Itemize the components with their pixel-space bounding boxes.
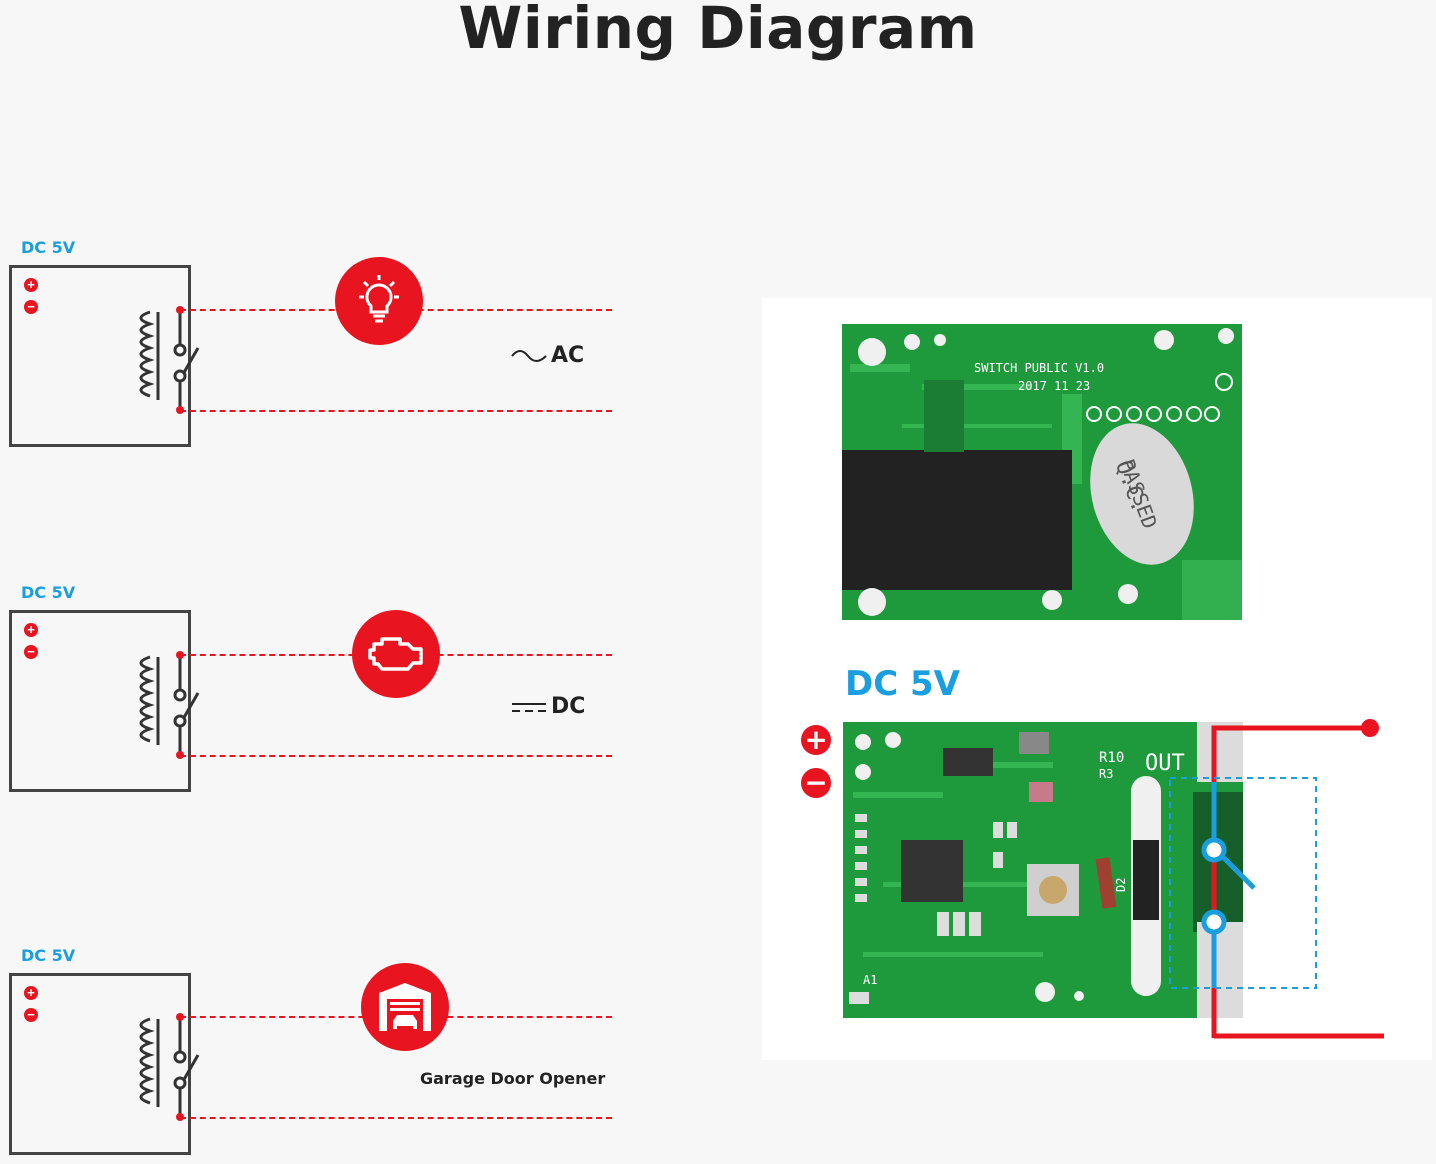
dc-supply-label: DC 5V	[21, 946, 76, 965]
pcb-bottom-view: R10 R3 OUT A1 D2	[843, 722, 1243, 1018]
page-title: Wiring Diagram	[458, 0, 978, 62]
plus-terminal-icon: +	[801, 725, 831, 755]
relay-module-box	[9, 973, 191, 1155]
relay-module-box	[9, 610, 191, 792]
wire-bottom	[180, 410, 612, 412]
board-dc-5v-label: DC 5V	[845, 664, 960, 704]
board-silkscreen-line1: SWITCH PUBLIC V1.0	[974, 361, 1104, 375]
dc-supply-label: DC 5V	[21, 238, 76, 257]
minus-terminal-icon: −	[801, 768, 831, 798]
dc-label: DC	[551, 694, 586, 719]
engine-icon	[352, 610, 440, 698]
board-silkscreen-line2: 2017 11 23	[1018, 379, 1090, 393]
dc-symbol-icon	[512, 703, 546, 712]
minus-terminal-icon: −	[24, 300, 38, 314]
light-bulb-icon	[335, 257, 423, 345]
pcb-top-view: Q.C. PASSED SWITCH PUBLIC V1.0 2017 11 2…	[842, 324, 1242, 620]
wire-bottom	[180, 1117, 612, 1119]
output-wiring-overlay	[1169, 719, 1384, 1039]
plus-terminal-icon: +	[24, 623, 38, 637]
garage-door-opener-label: Garage Door Opener	[420, 1069, 606, 1088]
minus-terminal-icon: −	[24, 1008, 38, 1022]
silk-r3: R3	[1099, 767, 1113, 781]
silk-d2: D2	[1114, 878, 1128, 892]
relay-module-box	[9, 265, 191, 447]
relay-coil-switch-icon	[139, 651, 200, 759]
minus-terminal-icon: −	[24, 645, 38, 659]
silk-out: OUT	[1145, 751, 1185, 776]
silk-a1: A1	[863, 973, 877, 987]
relay-coil-switch-icon	[139, 306, 200, 414]
plus-terminal-icon: +	[24, 278, 38, 292]
wire-bottom	[180, 755, 612, 757]
dc-supply-label: DC 5V	[21, 583, 76, 602]
silk-r10: R10	[1099, 750, 1124, 766]
plus-terminal-icon: +	[24, 986, 38, 1000]
ac-label: AC	[551, 343, 585, 368]
relay-coil-switch-icon	[139, 1013, 200, 1121]
garage-door-icon	[361, 963, 449, 1051]
ac-wave-icon	[511, 350, 547, 362]
